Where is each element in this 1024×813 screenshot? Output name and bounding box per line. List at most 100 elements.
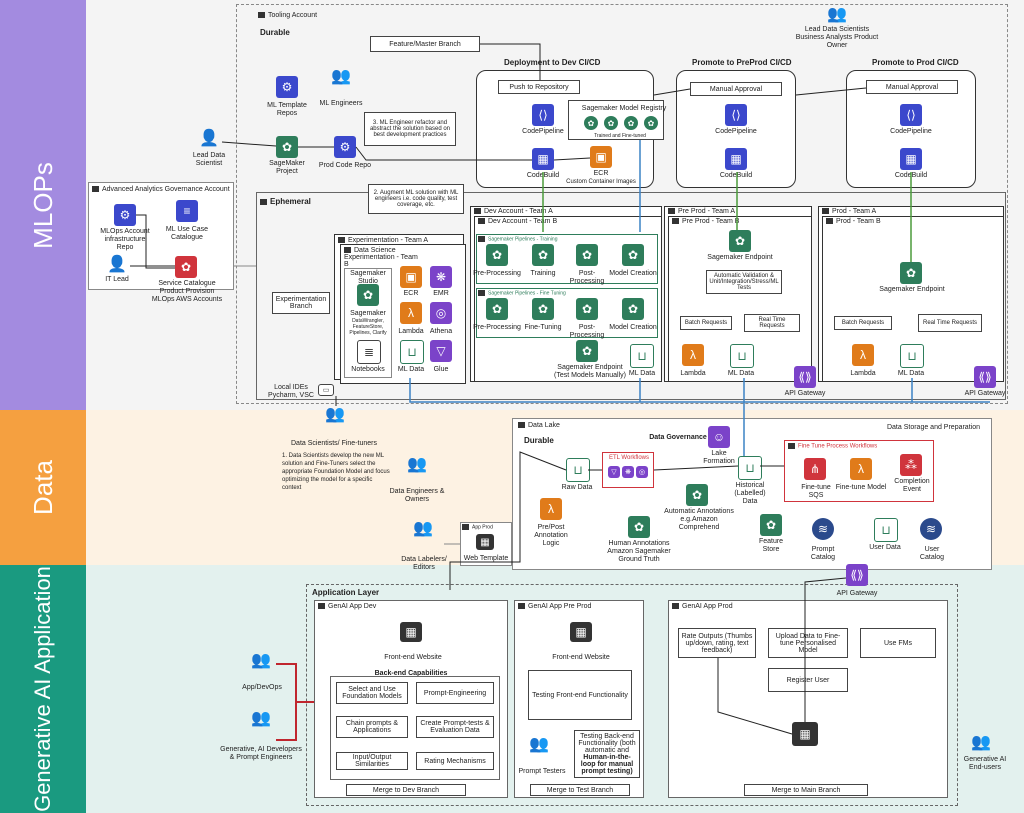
cap-3: Chain prompts & Applications — [336, 716, 408, 738]
raw-data-icon: ⊔ — [566, 458, 590, 482]
feature-store-icon: ✿ — [760, 514, 782, 536]
user-catalog-icon: ≋ — [920, 518, 942, 540]
dev-team-b-label: Dev Account - Team B — [478, 218, 557, 225]
codebuild-preprod-label: CodeBuild — [719, 172, 753, 179]
model-icon-3: ✿ — [624, 116, 638, 130]
use-case-icon: ≡ — [176, 200, 198, 222]
completion-label: Completion Event — [894, 478, 930, 493]
ft-workflows-label: Fine Tune Process Workflows — [788, 443, 877, 450]
ecr-exp-icon: ▣ — [400, 266, 422, 288]
model-creation-train-label: Model Creation — [609, 270, 657, 277]
ds-finetuners-label: Data Scientists/ Fine-tuners — [291, 440, 377, 447]
manual-approval-prod: Manual Approval — [866, 80, 958, 94]
postproc-train-label: Post-Processing — [569, 270, 605, 285]
preprod-a-label: Pre Prod - Team A — [668, 208, 735, 215]
governance-label: Advanced Analytics Governance Account — [92, 186, 230, 193]
model-registry-label: Sagemaker Model Registry — [581, 105, 667, 112]
emr-label: EMR — [433, 290, 449, 297]
realtime-prod: Real Time Requests — [918, 314, 982, 332]
push-repo: Push to Repository — [498, 80, 580, 94]
training-icon: ✿ — [532, 244, 554, 266]
frontend-dev-icon: ▦ — [400, 622, 422, 642]
prompt-catalog-label: Prompt Catalog — [810, 546, 836, 561]
data-engineers-icon: 👥 — [407, 456, 427, 473]
ml-engineers-label: ML Engineers — [319, 100, 363, 107]
sm-label: Sagemaker — [350, 310, 386, 317]
notebooks-icon: ≣ — [357, 340, 381, 364]
lambda-prod-label: Lambda — [850, 370, 876, 377]
test-frontend: Testing Front-end Functionality — [528, 670, 632, 720]
codepipeline-prod-label: CodePipeline — [890, 128, 932, 135]
codepipeline-preprod-label: CodePipeline — [715, 128, 757, 135]
glue-label: Glue — [433, 366, 449, 373]
leads-icon: 👥 — [827, 6, 847, 23]
ephemeral-title: Ephemeral — [260, 197, 311, 206]
ecr-icon: ▣ — [590, 146, 612, 168]
ml-data-dev-icon: ⊔ — [630, 344, 654, 368]
merge-main: Merge to Main Branch — [744, 784, 868, 796]
lambda-prod-icon: λ — [852, 344, 874, 366]
mlops-section-label: MLOPs — [0, 0, 86, 410]
genai-prod-label: GenAI App Prod — [672, 603, 733, 610]
data-scientists-icon: 👥 — [325, 406, 345, 423]
frontend-dev-label: Front-end Website — [384, 654, 442, 661]
model-creation-ft-icon: ✿ — [622, 298, 644, 320]
pipe-training-label: Sagemaker Pipelines - Training — [478, 236, 557, 242]
end-users-icon: 👥 — [971, 734, 991, 751]
api-gateway-prod-label: API Gateway — [964, 390, 1006, 397]
mlops-repo-label: MLOps Account infrastructure Repo — [100, 228, 150, 251]
trained-note: Trained and Fine-tuned — [594, 133, 646, 139]
sm-endpoint-preprod-label: Sagemaker Endpoint — [707, 254, 773, 261]
genai-dev-label: GenAI App Dev — [318, 603, 376, 610]
cap-5: Input/Output Similarities — [336, 752, 408, 770]
manual-approval-preprod: Manual Approval — [690, 82, 782, 96]
prompt-testers-label: Prompt Testers — [518, 768, 566, 775]
batch-prod: Batch Requests — [834, 316, 892, 330]
prod-code-repo-icon: ⚙ — [334, 136, 356, 158]
human-annot-label: Human Annotations Amazon Sagemaker Groun… — [607, 540, 671, 563]
mlops-repo-icon: ⚙ — [114, 204, 136, 226]
ecr-exp-label: ECR — [403, 290, 419, 297]
service-catalogue-icon: ✿ — [175, 256, 197, 278]
preproc-ft-icon: ✿ — [486, 298, 508, 320]
feature-branch: Feature/Master Branch — [370, 36, 480, 52]
ml-template-repos-icon: ⚙ — [276, 76, 298, 98]
app-layer-title: Application Layer — [312, 588, 380, 597]
historical-icon: ⊔ — [738, 456, 762, 480]
merge-test: Merge to Test Branch — [530, 784, 630, 796]
laptop-icon: ▭ — [318, 384, 334, 396]
tooling-account — [236, 4, 1008, 404]
sm-endpoint-test-label: Sagemaker Endpoint (Test Models Manually… — [554, 364, 626, 379]
codebuild-prod-icon: ▦ — [900, 148, 922, 170]
labelers-label: Data Labelers/ Editors — [401, 556, 447, 571]
api-gateway-app-icon: ⟪⟫ — [846, 564, 868, 586]
cap-2: Prompt-Engineering — [416, 682, 494, 704]
lake-formation-icon: ☺ — [708, 426, 730, 448]
codepipeline-prod-icon: ⟨⟩ — [900, 104, 922, 126]
genai-preprod-label: GenAI App Pre Prod — [518, 603, 591, 610]
raw-data-label: Raw Data — [561, 484, 593, 491]
model-creation-train-icon: ✿ — [622, 244, 644, 266]
promote-prod-title: Promote to Prod CI/CD — [872, 58, 959, 67]
preprod-b-label: Pre Prod - Team B — [672, 218, 739, 225]
prompt-testers-icon: 👥 — [529, 736, 549, 753]
ml-template-label: ML Template Repos — [267, 102, 307, 117]
tooling-account-label: Tooling Account — [258, 12, 317, 19]
cap-1: Select and Use Foundation Models — [336, 682, 408, 704]
lead-data-scientist-icon: 👤 — [199, 130, 219, 147]
api-gateway-preprod-label: API Gateway — [784, 390, 826, 397]
etl-icon-3: ◎ — [636, 466, 648, 478]
sm-endpoint-preprod-icon: ✿ — [729, 230, 751, 252]
ml-engineers-icon: 👥 — [331, 68, 351, 85]
ft-model-icon: λ — [850, 458, 872, 480]
web-template-label: Web Template — [463, 555, 509, 562]
etl-label: ETL Workflows — [608, 455, 649, 461]
codepipeline-dev-label: CodePipeline — [522, 128, 564, 135]
postproc-ft-icon: ✿ — [576, 298, 598, 320]
lead-ds-label: Lead Data Scientist — [192, 152, 226, 167]
codepipeline-dev-icon: ⟨⟩ — [532, 104, 554, 126]
prod-b-label: Prod - Team B — [826, 218, 881, 225]
cap-6: Rating Mechanisms — [416, 752, 494, 770]
augment-note: 2. Augment ML solution with ML engineers… — [368, 184, 464, 214]
realtime-preprod: Real Time Requests — [744, 314, 800, 332]
